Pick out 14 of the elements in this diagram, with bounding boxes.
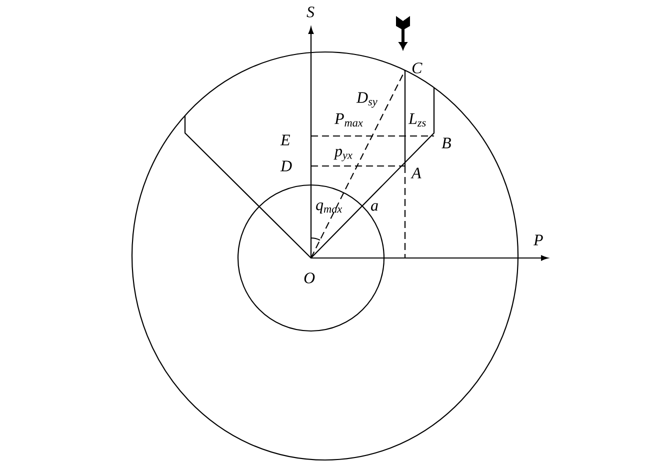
point-label: q$_{max}$: [316, 202, 342, 214]
point-label: L$_{zs}$: [408, 113, 426, 127]
point-label: D$_{sy}$: [356, 92, 378, 108]
point-label: p$_{yx}$: [334, 148, 352, 162]
point-label: O: [304, 272, 315, 284]
point-label: P$_{max}$: [334, 113, 363, 127]
point-label: E: [280, 134, 290, 146]
point-label: A: [410, 168, 422, 178]
point-label: C: [412, 62, 422, 74]
point-label: P: [533, 234, 543, 246]
point-label: a: [371, 203, 378, 211]
point-label: B: [442, 138, 451, 148]
point-label: S: [306, 6, 314, 18]
point-label: D: [280, 160, 292, 172]
